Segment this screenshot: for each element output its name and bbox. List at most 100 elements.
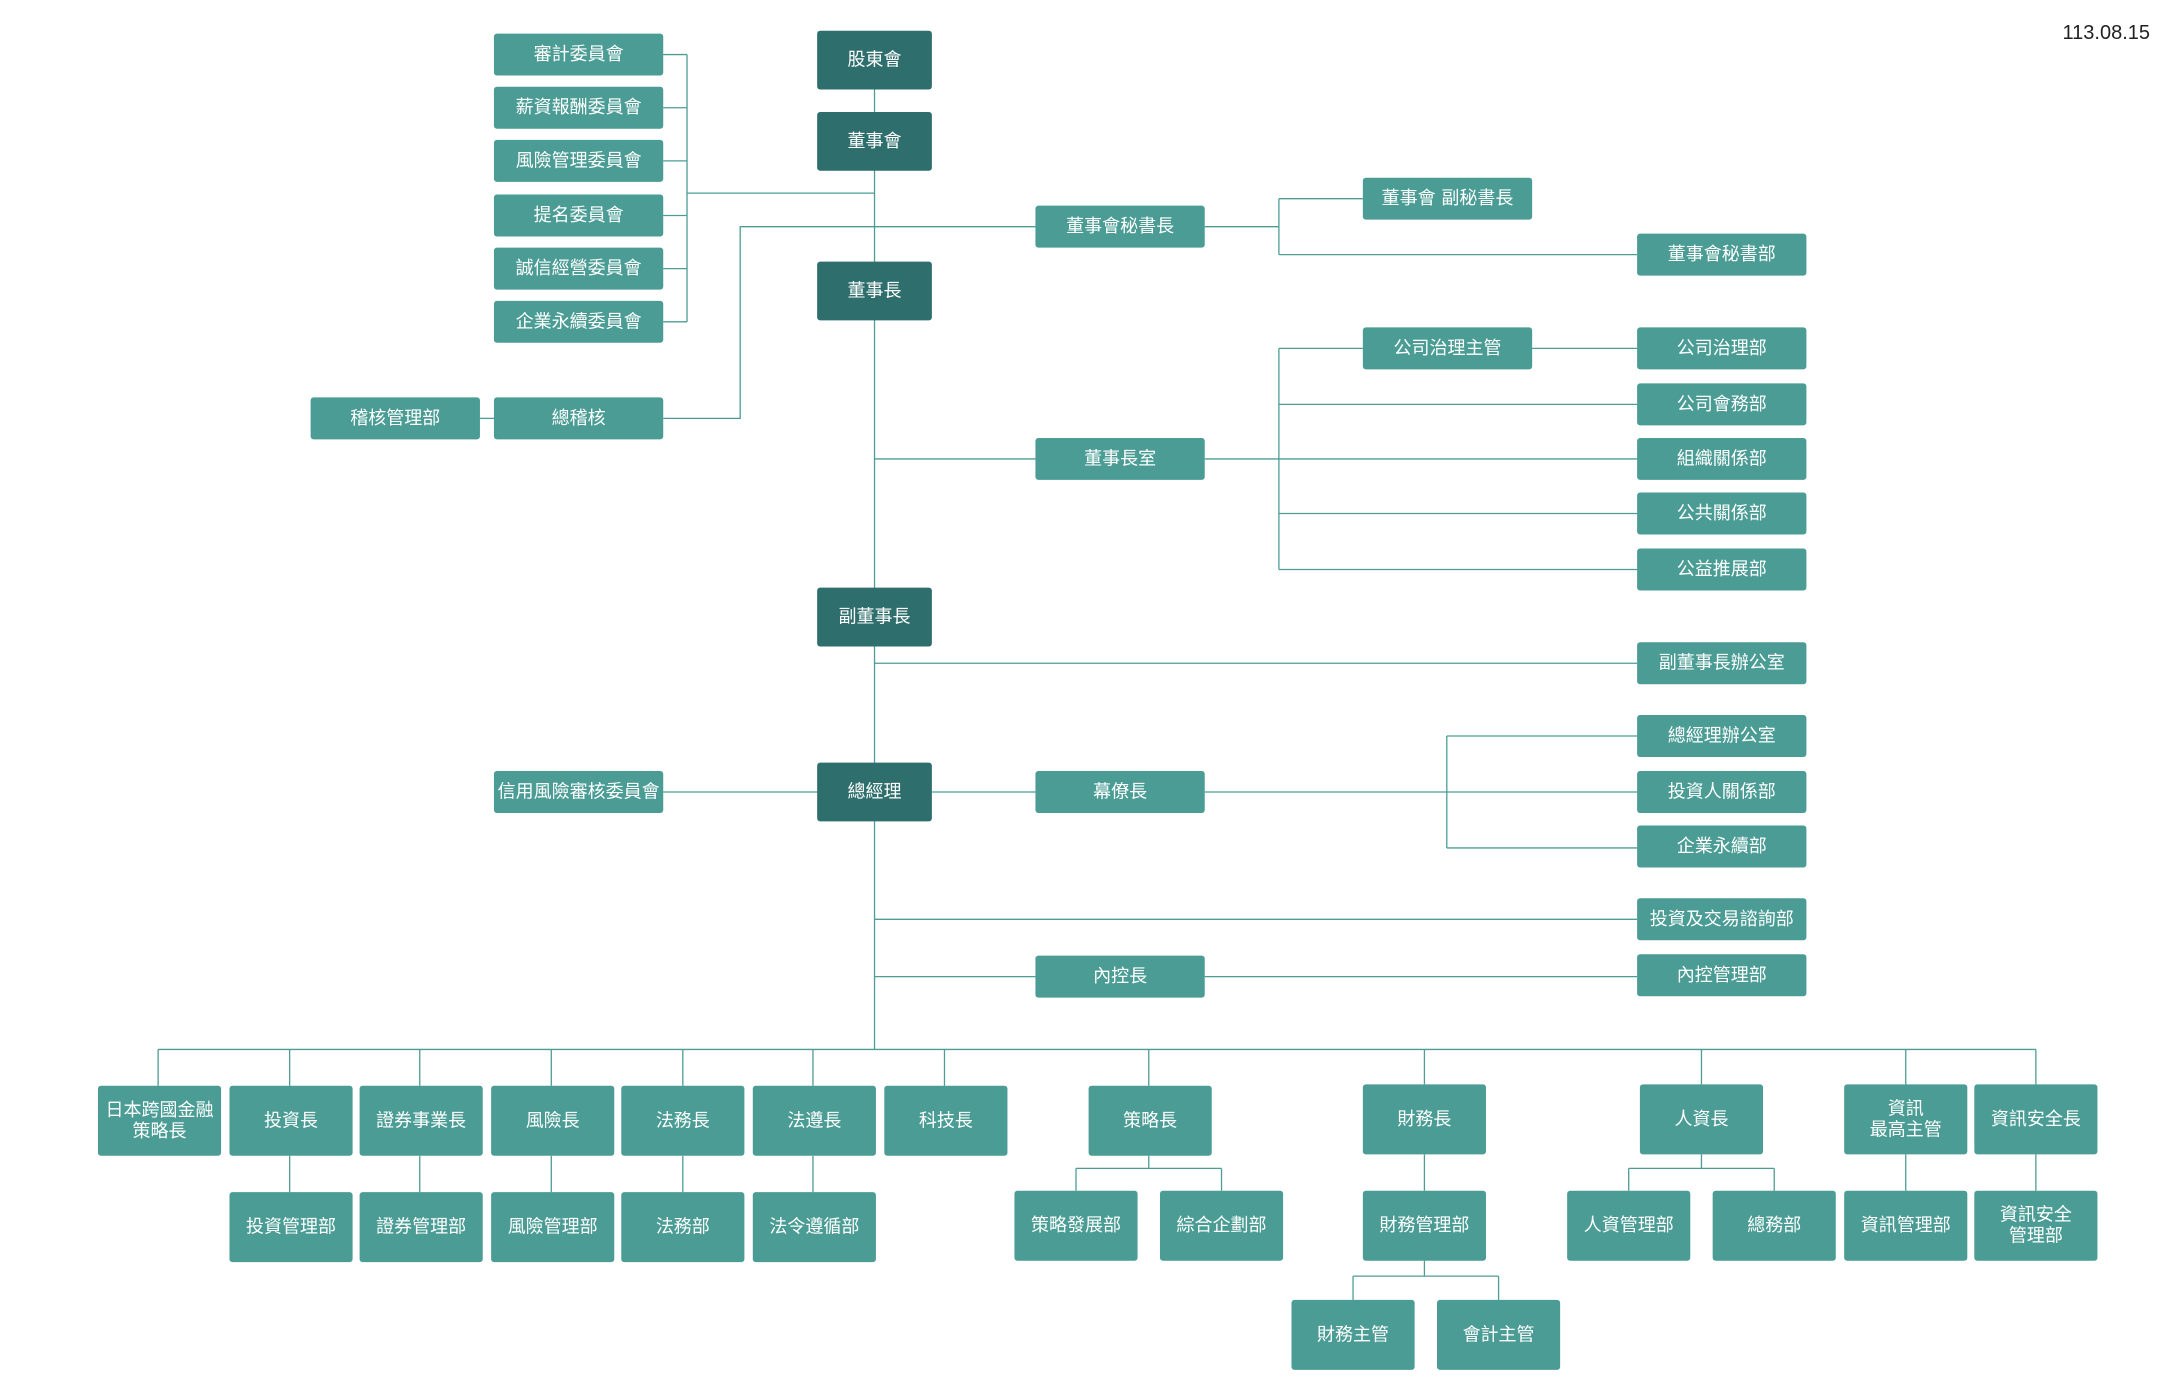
node-label: 總稽核: [552, 408, 606, 429]
node-label: 公司會務部: [1677, 394, 1767, 415]
org-node-finance-officer: 財務主管: [1291, 1299, 1415, 1370]
org-node-chief-hr-officer: 人資長: [1639, 1084, 1764, 1155]
org-node-hr-mgmt-dept: 人資管理部: [1567, 1190, 1691, 1261]
node-label: 最高主管: [1870, 1119, 1942, 1140]
node-label: 法遵長: [787, 1110, 841, 1131]
node-box: [817, 587, 932, 647]
org-node-chief-auditor: 總稽核: [493, 397, 664, 440]
org-node-securities-mgmt-dept: 證券管理部: [359, 1192, 483, 1263]
org-node-public-welfare-dept: 公益推展部: [1637, 548, 1807, 591]
org-node-deputy-secretary-general: 董事會 副秘書長: [1362, 177, 1533, 220]
org-node-audit-dept: 稽核管理部: [310, 397, 480, 440]
node-label: 股東會: [848, 50, 902, 71]
node-box: [1437, 1299, 1561, 1370]
node-label: 會計主管: [1463, 1324, 1535, 1345]
org-node-president-office: 總經理辦公室: [1637, 715, 1807, 757]
org-node-planning-dept: 綜合企劃部: [1159, 1190, 1284, 1261]
node-label: 內控管理部: [1677, 965, 1767, 986]
node-label: 策略長: [133, 1121, 187, 1142]
node-box: [1035, 770, 1205, 813]
node-box: [752, 1085, 876, 1156]
node-box: [817, 261, 932, 321]
node-label: 科技長: [919, 1110, 973, 1131]
node-label: 副董事長辦公室: [1659, 653, 1785, 674]
node-box: [1159, 1190, 1284, 1261]
node-label: 誠信經營委員會: [516, 258, 642, 279]
node-box: [493, 33, 664, 76]
org-node-chairman-office: 董事長室: [1035, 437, 1205, 480]
node-label: 投資人關係部: [1668, 781, 1776, 802]
node-box: [1088, 1085, 1212, 1156]
node-box: [817, 762, 932, 822]
node-label: 資訊安全: [2000, 1205, 2072, 1226]
org-node-investment-mgmt-dept: 投資管理部: [229, 1192, 353, 1263]
node-label: 企業永續委員會: [516, 311, 642, 332]
node-box: [1637, 383, 1807, 426]
node-label: 人資管理部: [1584, 1215, 1674, 1236]
node-box: [1844, 1084, 1968, 1155]
node-box: [310, 397, 480, 440]
node-box: [229, 1085, 353, 1156]
node-label: 提名委員會: [534, 205, 624, 226]
org-node-chief-security-officer: 資訊安全長: [1974, 1084, 2098, 1155]
org-node-public-relations-dept: 公共關係部: [1637, 492, 1807, 535]
node-label: 董事會: [848, 131, 902, 152]
node-box: [1035, 955, 1205, 998]
org-node-it-mgmt-dept: 資訊管理部: [1844, 1190, 1968, 1261]
node-box: [1637, 327, 1807, 370]
node-label: 投資長: [264, 1110, 318, 1131]
node-label: 投資及交易諮詢部: [1650, 909, 1794, 930]
org-node-board-secretary-general: 董事會秘書長: [1035, 205, 1205, 248]
node-label: 總經理辦公室: [1668, 725, 1776, 746]
node-box: [1035, 437, 1205, 480]
org-node-vice-chairman: 副董事長: [817, 587, 932, 647]
org-node-chief-compliance-officer: 法遵長: [752, 1085, 876, 1156]
node-box: [752, 1192, 876, 1263]
node-label: 投資管理部: [246, 1217, 336, 1238]
node-label: 公益推展部: [1677, 559, 1767, 580]
org-node-strategy-dev-dept: 策略發展部: [1014, 1190, 1138, 1261]
node-box: [621, 1085, 745, 1156]
node-label: 內控長: [1093, 966, 1147, 987]
node-label: 財務長: [1397, 1109, 1451, 1130]
connector-line: [663, 226, 1036, 420]
org-node-chief-of-staff: 幕僚長: [1035, 770, 1205, 813]
node-label: 董事會秘書長: [1066, 216, 1174, 237]
node-label: 組織關係部: [1677, 448, 1767, 469]
node-box: [1844, 1190, 1968, 1261]
org-node-sustainability-dept: 企業永續部: [1637, 825, 1807, 868]
org-node-board-secretariat: 董事會秘書部: [1637, 233, 1807, 276]
node-box: [491, 1192, 615, 1263]
node-box: [1637, 954, 1807, 997]
node-label: 資訊: [1888, 1098, 1924, 1119]
org-node-chairman: 董事長: [817, 261, 932, 321]
node-label: 董事長室: [1084, 448, 1156, 469]
node-label: 董事會 副秘書長: [1382, 188, 1514, 209]
org-node-chief-investment-officer: 投資長: [229, 1085, 353, 1156]
node-box: [1362, 1190, 1486, 1261]
org-node-credit-risk-committee: 信用風險審核委員會: [493, 770, 664, 813]
node-label: 人資長: [1674, 1109, 1728, 1130]
org-node-nomination-committee: 提名委員會: [493, 194, 664, 237]
org-node-accounting-officer: 會計主管: [1437, 1299, 1561, 1370]
org-node-legal-dept: 法務部: [621, 1192, 745, 1263]
node-label: 法務長: [656, 1110, 710, 1131]
node-box: [97, 1085, 222, 1156]
org-node-investor-relations-dept: 投資人關係部: [1637, 770, 1807, 813]
node-box: [359, 1192, 483, 1263]
org-node-board: 董事會: [817, 111, 932, 171]
node-box: [229, 1192, 353, 1263]
org-node-risk-mgmt-dept: 風險管理部: [491, 1192, 615, 1263]
node-label: 風險長: [526, 1110, 580, 1131]
node-box: [1035, 205, 1205, 248]
node-label: 策略發展部: [1031, 1215, 1121, 1236]
org-node-sustainability-committee: 企業永續委員會: [493, 300, 664, 343]
node-label: 管理部: [2009, 1226, 2063, 1247]
org-node-corporate-affairs-dept: 公司會務部: [1637, 383, 1807, 426]
org-node-risk-committee: 風險管理委員會: [493, 139, 664, 182]
org-node-vice-chairman-office: 副董事長辦公室: [1637, 642, 1807, 685]
connector-lines: [157, 53, 2037, 1300]
node-box: [1014, 1190, 1138, 1261]
node-box: [1637, 492, 1807, 535]
